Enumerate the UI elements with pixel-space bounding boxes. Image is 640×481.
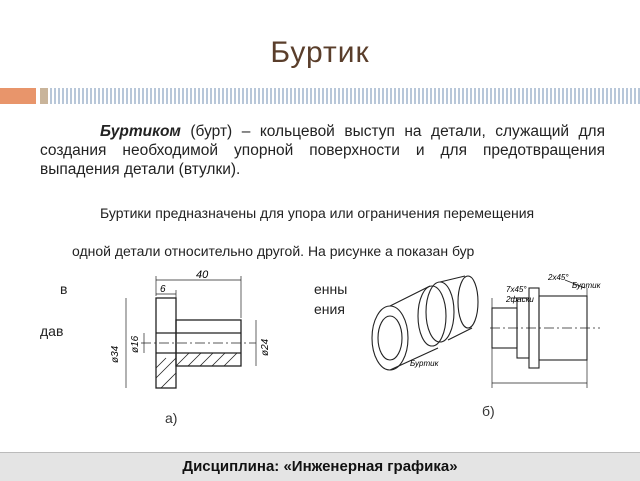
burtik-label-right: Буртик [572, 281, 602, 290]
decor-bar-orange [0, 88, 36, 104]
burtik-label-left: Буртик [410, 359, 440, 368]
bushing-drawing-a: 40 6 ø34 ø16 ø24 [110, 269, 271, 389]
chamfer-count-label: 2фаски [505, 295, 534, 304]
caption-a: а) [165, 410, 178, 426]
shaft-drawing-b: 2x45° 7x45° 2фаски Буртик Буртик [371, 273, 602, 388]
dim-flange-label: 6 [160, 284, 166, 295]
chamfer-top-label: 2x45° [547, 273, 569, 282]
figure-paragraph: одной детали относительно другой. На рис… [40, 242, 605, 260]
decor-bar-striped [50, 88, 640, 104]
footer-bar: Дисциплина: «Инженерная графика» [0, 452, 640, 481]
slide-title: Буртик [270, 36, 370, 69]
footer-text: Дисциплина: «Инженерная графика» [182, 458, 458, 475]
purpose-text: Буртики предназначены для упора или огра… [100, 205, 535, 221]
term-burtik: Буртиком [100, 123, 181, 140]
text-fragment-enny: енны [314, 281, 348, 297]
text-fragment-v: в [60, 281, 68, 297]
definition-paragraph: Буртиком (бурт) – кольцевой выступ на де… [40, 122, 605, 179]
decor-bar-tan [40, 88, 48, 104]
definition-text: (бурт) – кольцевой выступ на детали, слу… [40, 123, 605, 178]
dim-d34-label: ø34 [110, 345, 121, 363]
dim-length-label: 40 [196, 269, 209, 281]
dim-d16-label: ø16 [130, 335, 141, 353]
caption-b: б) [482, 403, 495, 419]
text-fragment-dav: дав [40, 323, 64, 339]
chamfer-left-label: 7x45° [506, 285, 527, 294]
purpose-paragraph: Буртики предназначены для упора или огра… [40, 204, 605, 222]
text-fragment-eniya: ения [314, 301, 345, 317]
dim-d24-label: ø24 [260, 338, 271, 356]
figure-text: одной детали относительно другой. На рис… [72, 243, 475, 259]
